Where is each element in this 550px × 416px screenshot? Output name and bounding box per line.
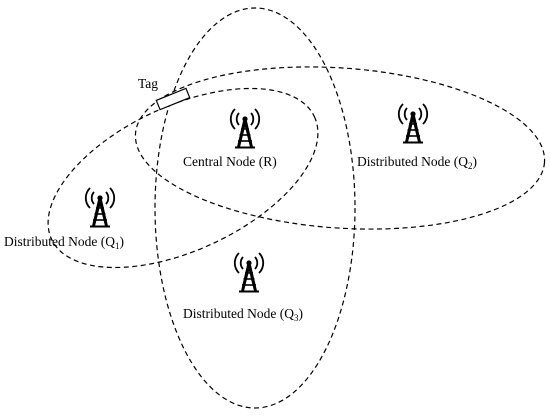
tag-label: Tag [138, 76, 158, 91]
coverage-ellipse-q3 [154, 7, 356, 409]
distributed-node-q2: Distributed Node (Q2) [357, 103, 477, 171]
antenna-tower-icon [84, 187, 116, 228]
distributed-node-q3: Distributed Node (Q3) [183, 252, 303, 323]
distributed-node-q1: Distributed Node (Q1) [4, 187, 124, 251]
central-node: Central Node (R) [183, 108, 277, 169]
distributed-node-q3-label: Distributed Node (Q3) [183, 306, 303, 323]
tag-rectangle [155, 87, 191, 111]
coverage-ellipse-q1 [47, 87, 319, 269]
distributed-node-q2-label: Distributed Node (Q2) [357, 154, 477, 171]
antenna-tower-icon [233, 252, 265, 293]
antenna-tower-icon [229, 108, 261, 149]
central-node-label: Central Node (R) [183, 154, 277, 169]
coverage-ellipse-q2 [134, 66, 546, 230]
antenna-tower-icon [397, 103, 429, 144]
tag: Tag [138, 76, 191, 111]
distributed-node-q1-label: Distributed Node (Q1) [4, 234, 124, 251]
